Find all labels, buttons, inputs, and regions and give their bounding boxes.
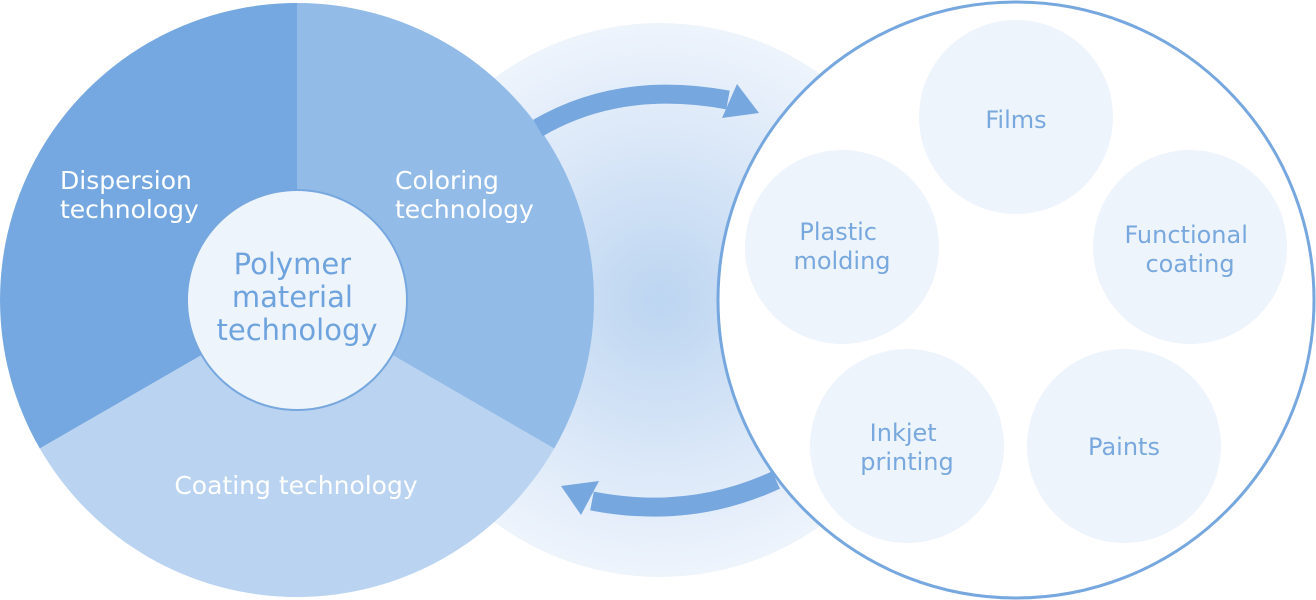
bubble-plastic-molding [745,150,939,344]
coating-label: Coating technology [174,471,418,500]
center-label-line: technology [216,313,377,347]
arrow-top-head-icon [722,84,759,118]
applications-circle: Films Functional coating Paints Inkjet p… [716,0,1316,600]
arrow-bottom-shaft [590,471,781,517]
coloring-label: Coloring technology [395,166,534,224]
coloring-label-line: technology [395,195,534,224]
technology-wheel: Dispersion technology Coloring technolog… [0,3,594,597]
center-circle [186,189,408,411]
center-label-line: material [232,280,353,314]
paints-label: Paints [1088,433,1160,461]
dispersion-label-line: Dispersion [60,166,192,195]
inkjet-printing-label: Inkjet printing [860,419,954,476]
coating-label-line: Coating technology [174,471,418,500]
dispersion-label: Dispersion technology [60,166,200,224]
paints-label-line: Paints [1088,433,1160,461]
bubble-films [919,20,1113,214]
plastic-molding-label-line: Plastic [799,218,877,246]
bubble-functional-coating [1093,150,1287,344]
center-label: Polymer material technology [216,247,377,347]
films-label: Films [985,106,1046,134]
center-label-line: Polymer [234,247,352,281]
functional-coating-label: Functional coating [1124,221,1255,278]
dispersion-label-line: technology [60,195,199,224]
coloring-label-line: Coloring [395,166,499,195]
cycle-arrows [533,84,781,517]
bubble-inkjet-printing [810,349,1004,543]
plastic-molding-label-line: molding [793,247,890,275]
arrow-bottom-head-icon [561,481,599,515]
inkjet-printing-label-line: Inkjet [870,419,937,447]
plastic-molding-label: Plastic molding [793,218,890,275]
segment-coating [39,300,555,597]
functional-coating-label-line: coating [1145,250,1234,278]
films-label-line: Films [985,106,1046,134]
functional-coating-label-line: Functional [1124,221,1247,249]
inkjet-printing-label-line: printing [860,448,954,476]
arrow-top-shaft [533,84,730,137]
bubble-paints [1027,349,1221,543]
